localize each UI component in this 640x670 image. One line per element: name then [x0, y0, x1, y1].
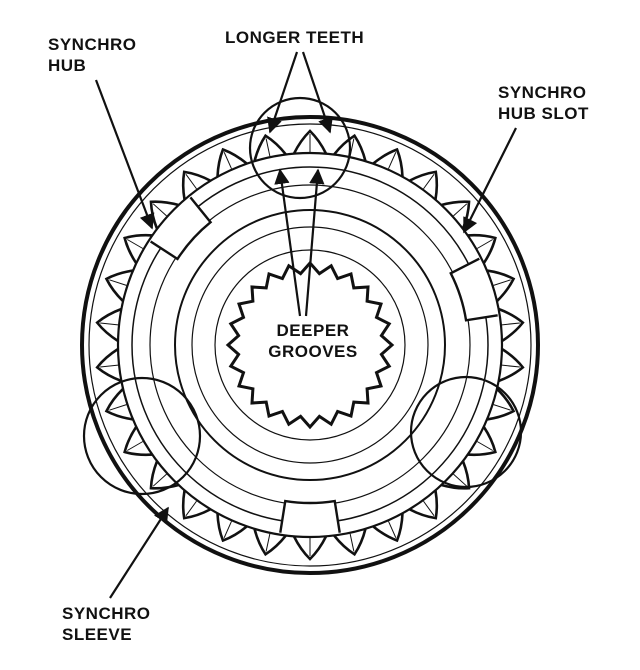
hub-slots [149, 196, 498, 533]
hub-slot-3 [279, 499, 341, 533]
tooth-ridge-line [423, 174, 435, 190]
sleeve-tooth [104, 387, 134, 421]
synchro-sleeve-outer-ring [80, 115, 540, 575]
hub-slot-2 [449, 257, 498, 322]
tooth-ridge-line [501, 364, 520, 368]
tooth-ridge-line [476, 239, 493, 249]
label-deeper-grooves: DEEPER GROOVES [258, 320, 368, 362]
sleeve-tooth [372, 147, 404, 177]
sleeve-tooth [408, 170, 439, 200]
label-hub-slot-line2: HUB SLOT [498, 104, 589, 123]
tooth-ridge-line [349, 533, 355, 552]
label-synchro-hub-line1: SYNCHRO [48, 35, 137, 54]
sleeve-teeth-ring [95, 129, 525, 561]
label-hub-slot-line1: SYNCHRO [498, 83, 587, 102]
label-synchro-hub: SYNCHRO HUB [48, 34, 137, 76]
callout-circles [82, 96, 523, 496]
label-synchro-hub-line2: HUB [48, 56, 87, 75]
arrow-deeper-grooves-left [274, 168, 302, 317]
arrow-longer-teeth-left [267, 51, 299, 134]
callout-circle-left [82, 376, 202, 496]
arrow-synchro-hub [94, 79, 155, 230]
label-longer-teeth: LONGER TEETH [225, 27, 364, 48]
tooth-ridge-line [109, 404, 127, 411]
label-synchro-hub-slot: SYNCHRO HUB SLOT [498, 82, 589, 124]
tooth-ridge-line [501, 322, 520, 326]
arrow-synchro-sleeve [109, 506, 169, 599]
label-deeper-grooves-line1: DEEPER [276, 321, 350, 340]
sleeve-outer-edge [80, 115, 540, 575]
tooth-ridge-line [423, 500, 435, 516]
sleeve-tooth [95, 347, 122, 383]
hub-ring-4 [191, 226, 429, 464]
tooth-ridge-line [127, 239, 144, 249]
callout-circle-right [409, 375, 523, 489]
tooth-ridge-line [185, 174, 197, 190]
sleeve-tooth [372, 513, 404, 543]
tooth-ridge-line [453, 203, 468, 217]
sleeve-tooth [408, 490, 439, 520]
tooth-ridge-line [223, 152, 232, 169]
tooth-ridge-line [493, 404, 511, 411]
sleeve-tooth [486, 269, 516, 303]
sleeve-tooth [181, 170, 212, 200]
hub-ring-3 [174, 209, 446, 481]
label-deeper-grooves-line2: GROOVES [268, 342, 358, 361]
label-synchro-sleeve-line2: SLEEVE [62, 625, 133, 644]
tooth-ridge-line [152, 203, 167, 217]
sleeve-tooth [95, 307, 122, 343]
sleeve-tooth [498, 347, 525, 383]
tooth-ridge-line [100, 364, 119, 368]
tooth-ridge-line [388, 521, 397, 538]
tooth-ridge-line [265, 138, 271, 157]
label-synchro-sleeve: SYNCHRO SLEEVE [62, 603, 151, 645]
inner-spline [214, 249, 406, 441]
sleeve-tooth [104, 269, 134, 303]
sleeve-tooth [486, 387, 516, 421]
callout-circle-top [248, 96, 352, 200]
sleeve-tooth [216, 147, 248, 177]
sleeve-teeth-root-circle [116, 151, 504, 539]
tooth-ridge-line [453, 473, 468, 487]
tooth-ridge-line [152, 473, 167, 487]
sleeve-tooth [498, 307, 525, 343]
tooth-ridge-line [127, 441, 144, 451]
arrow-deeper-grooves-right [304, 168, 325, 317]
tooth-ridge-line [185, 500, 197, 516]
arrow-hub-slot [463, 127, 517, 234]
tooth-ridge-line [265, 533, 271, 552]
label-synchro-sleeve-line1: SYNCHRO [62, 604, 151, 623]
hub-slot-1 [149, 196, 213, 261]
tooth-ridge-line [100, 322, 119, 326]
tooth-ridge-line [493, 279, 511, 286]
label-longer-teeth-text: LONGER TEETH [225, 28, 365, 47]
tooth-ridge-line [388, 152, 397, 169]
inner-spline-teeth [225, 260, 395, 430]
arrow-longer-teeth-right [301, 51, 333, 134]
spline-outer-ring [214, 249, 406, 441]
tooth-ridge-line [109, 279, 127, 286]
tooth-ridge-line [476, 441, 493, 451]
sleeve-outer-inner-edge [88, 123, 532, 567]
sleeve-tooth [216, 513, 248, 543]
leader-arrows [94, 51, 517, 599]
sleeve-tooth [181, 490, 212, 520]
tooth-ridge-line [223, 521, 232, 538]
